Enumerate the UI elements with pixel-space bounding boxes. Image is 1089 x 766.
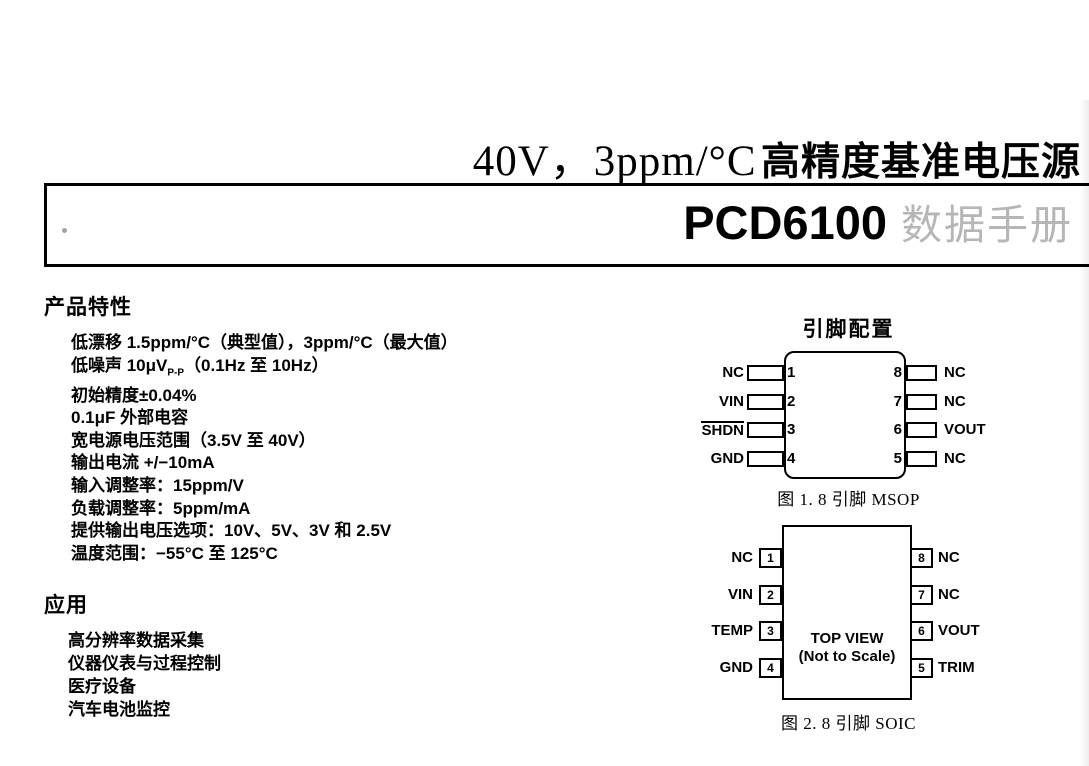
soic-left-pin-box: 3 (759, 621, 782, 641)
application-item: 高分辨率数据采集 (68, 631, 204, 650)
soic-left-pin-label: VIN (727, 585, 753, 603)
feature-item: 低噪声 10μVP-P（0.1Hz 至 10Hz） (71, 355, 329, 378)
msop-pin-number: 7 (893, 392, 902, 410)
soic-pin-number: 5 (918, 660, 925, 675)
features-heading: 产品特性 (44, 296, 132, 319)
msop-pin-number: 6 (893, 421, 902, 439)
features-list: 低漂移 1.5ppm/°C（典型值），3ppm/°C（最大值） 低噪声 10μVP… (44, 332, 604, 565)
soic-chip-body (782, 525, 912, 700)
msop-left-pin-label: VIN (718, 392, 744, 410)
feature-item: 温度范围：−55°C 至 125°C (71, 543, 278, 563)
feature-item: 输出电流 +/−10mA (71, 453, 215, 473)
msop-right-pin-box (906, 365, 937, 381)
soic-right-pin-box: 8 (910, 548, 933, 568)
soic-figure-caption: 图 2. 8 引脚 SOIC (781, 714, 916, 733)
soic-left-pin-label: NC (731, 549, 753, 566)
soic-left-pin-box: 1 (759, 548, 782, 568)
part-number: PCD6100 (683, 196, 887, 249)
feature-item: 输入调整率：15ppm/V (71, 475, 244, 495)
msop-right-pin-box (906, 422, 937, 439)
soic-left-pin-label: GND (719, 658, 753, 676)
feature-item: 0.1μF 外部电容 (71, 408, 189, 428)
overline-pin-name: SHDN (701, 421, 744, 440)
part-number-line: PCD6100 数据手册 (683, 191, 1073, 251)
soic-top-view-label: TOP VIEW (Not to Scale) (782, 630, 912, 666)
applications-list: 高分辨率数据采集仪器仪表与过程控制医疗设备汽车电池监控 (44, 629, 444, 721)
page-title: 40V，3ppm/°C 高精度基准电压源 (473, 126, 1081, 188)
bullet-dot (62, 228, 67, 233)
msop-left-pin-box (747, 451, 784, 468)
soic-pin-number: 2 (767, 587, 774, 602)
soic-pin-number: 4 (767, 660, 774, 675)
msop-pin-number: 5 (893, 450, 902, 468)
features-section: 产品特性 低漂移 1.5ppm/°C（典型值），3ppm/°C（最大值） 低噪声 … (44, 291, 604, 565)
title-product-type-text: 高精度基准电压源 (760, 141, 1081, 184)
title-spec-text: 40V，3ppm/°C (472, 138, 757, 185)
soic-left-pin-box: 2 (759, 584, 782, 605)
soic-pin-number: 3 (767, 624, 774, 638)
soic-pin-number: 6 (918, 624, 925, 638)
feature-item: 宽电源电压范围（3.5V 至 40V） (71, 430, 316, 450)
msop-chip-body (784, 351, 906, 479)
msop-pin-number: 4 (787, 450, 796, 468)
feature-item: 初始精度±0.04% (71, 385, 197, 405)
top-view-line2: (Not to Scale) (798, 648, 896, 665)
msop-figure-caption: 图 1. 8 引脚 MSOP (777, 490, 920, 509)
pin-config-heading: 引脚配置 (802, 318, 895, 341)
msop-right-pin-label: NC (944, 364, 966, 381)
feature-item: 负载调整率：5ppm/mA (71, 498, 251, 518)
msop-right-pin-box (906, 451, 937, 468)
soic-right-pin-label: NC (938, 585, 960, 603)
msop-pin-number: 3 (787, 421, 796, 439)
part-number-box: PCD6100 数据手册 (44, 183, 1089, 267)
application-item: 汽车电池监控 (68, 700, 170, 719)
msop-right-pin-label: NC (944, 392, 966, 410)
msop-right-pin-label: VOUT (944, 421, 986, 439)
page-edge-shadow (1080, 100, 1089, 766)
application-item: 仪器仪表与过程控制 (68, 654, 221, 673)
msop-left-pin-box (747, 422, 784, 439)
msop-pin-number: 2 (787, 392, 796, 410)
feature-item: 低漂移 1.5ppm/°C（典型值），3ppm/°C（最大值） (71, 333, 458, 352)
soic-right-pin-label: TRIM (938, 658, 975, 676)
top-view-line1: TOP VIEW (810, 630, 884, 647)
soic-left-pin-label: TEMP (711, 622, 753, 639)
soic-left-pin-box: 4 (759, 657, 782, 678)
applications-section: 应用 高分辨率数据采集仪器仪表与过程控制医疗设备汽车电池监控 (44, 589, 444, 721)
soic-right-pin-label: VOUT (938, 622, 980, 639)
soic-right-pin-label: NC (938, 549, 960, 566)
doc-type-label: 数据手册 (901, 202, 1073, 248)
soic-pin-number: 7 (918, 587, 925, 602)
msop-left-pin-label: SHDN (600, 421, 744, 440)
msop-pin-number: 8 (893, 364, 902, 381)
msop-left-pin-box (747, 393, 784, 410)
application-item: 医疗设备 (68, 677, 136, 696)
msop-right-pin-label: NC (944, 450, 966, 468)
soic-pin-number: 8 (918, 551, 925, 565)
msop-right-pin-box (906, 393, 937, 410)
feature-item: 提供输出电压选项：10V、5V、3V 和 2.5V (71, 521, 392, 541)
msop-left-pin-label: GND (710, 450, 744, 468)
msop-pin-number: 1 (787, 364, 796, 381)
soic-pin-number: 1 (767, 551, 774, 565)
soic-right-pin-box: 5 (910, 657, 933, 678)
applications-heading: 应用 (44, 594, 88, 617)
msop-left-pin-label: NC (722, 364, 744, 381)
soic-right-pin-box: 7 (910, 584, 933, 605)
msop-left-pin-box (747, 365, 784, 381)
feature-subscript: P-P (167, 366, 185, 378)
soic-right-pin-box: 6 (910, 621, 933, 641)
